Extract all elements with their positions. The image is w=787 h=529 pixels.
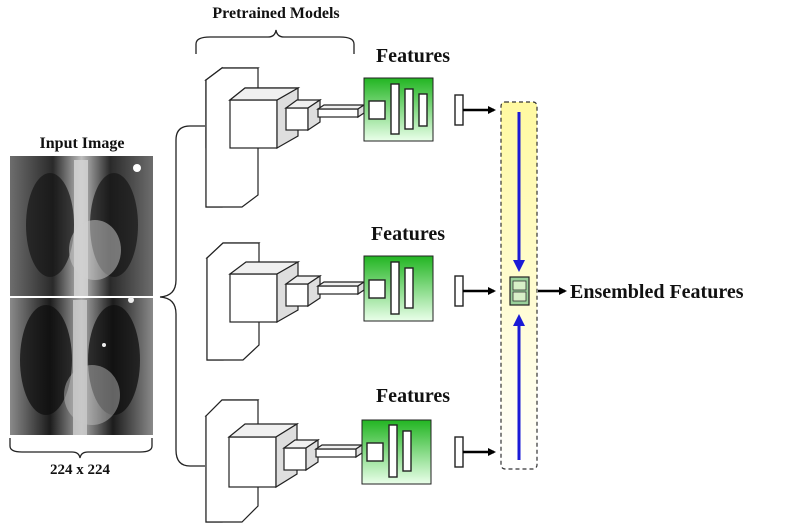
input-image-label: Input Image: [40, 135, 125, 152]
pretrained-model-2: [205, 242, 366, 361]
ensemble-layer: [500, 101, 538, 470]
features-label-3: Features: [376, 385, 450, 407]
feature-map-2: [363, 255, 434, 322]
feature-map-1: [363, 77, 434, 142]
image-size-brace: [9, 438, 153, 459]
flattened-output-3: [454, 436, 496, 468]
ensembled-features-label: Ensembled Features: [570, 281, 744, 303]
pretrained-models-label: Pretrained Models: [212, 5, 339, 22]
flattened-output-2: [454, 275, 496, 307]
pretrained-models-brace: [195, 29, 355, 54]
input-split-brace: [159, 125, 205, 467]
features-label-2: Features: [371, 223, 445, 245]
feature-map-3: [361, 419, 432, 485]
image-size-label: 224 x 224: [50, 462, 111, 478]
chest-xray-image-top: [10, 156, 153, 296]
chest-xray-image-bottom: [10, 297, 153, 435]
features-label-1: Features: [376, 45, 450, 67]
pretrained-model-3: [204, 399, 364, 523]
flattened-output-1: [454, 94, 496, 126]
pretrained-model-1: [204, 66, 366, 208]
